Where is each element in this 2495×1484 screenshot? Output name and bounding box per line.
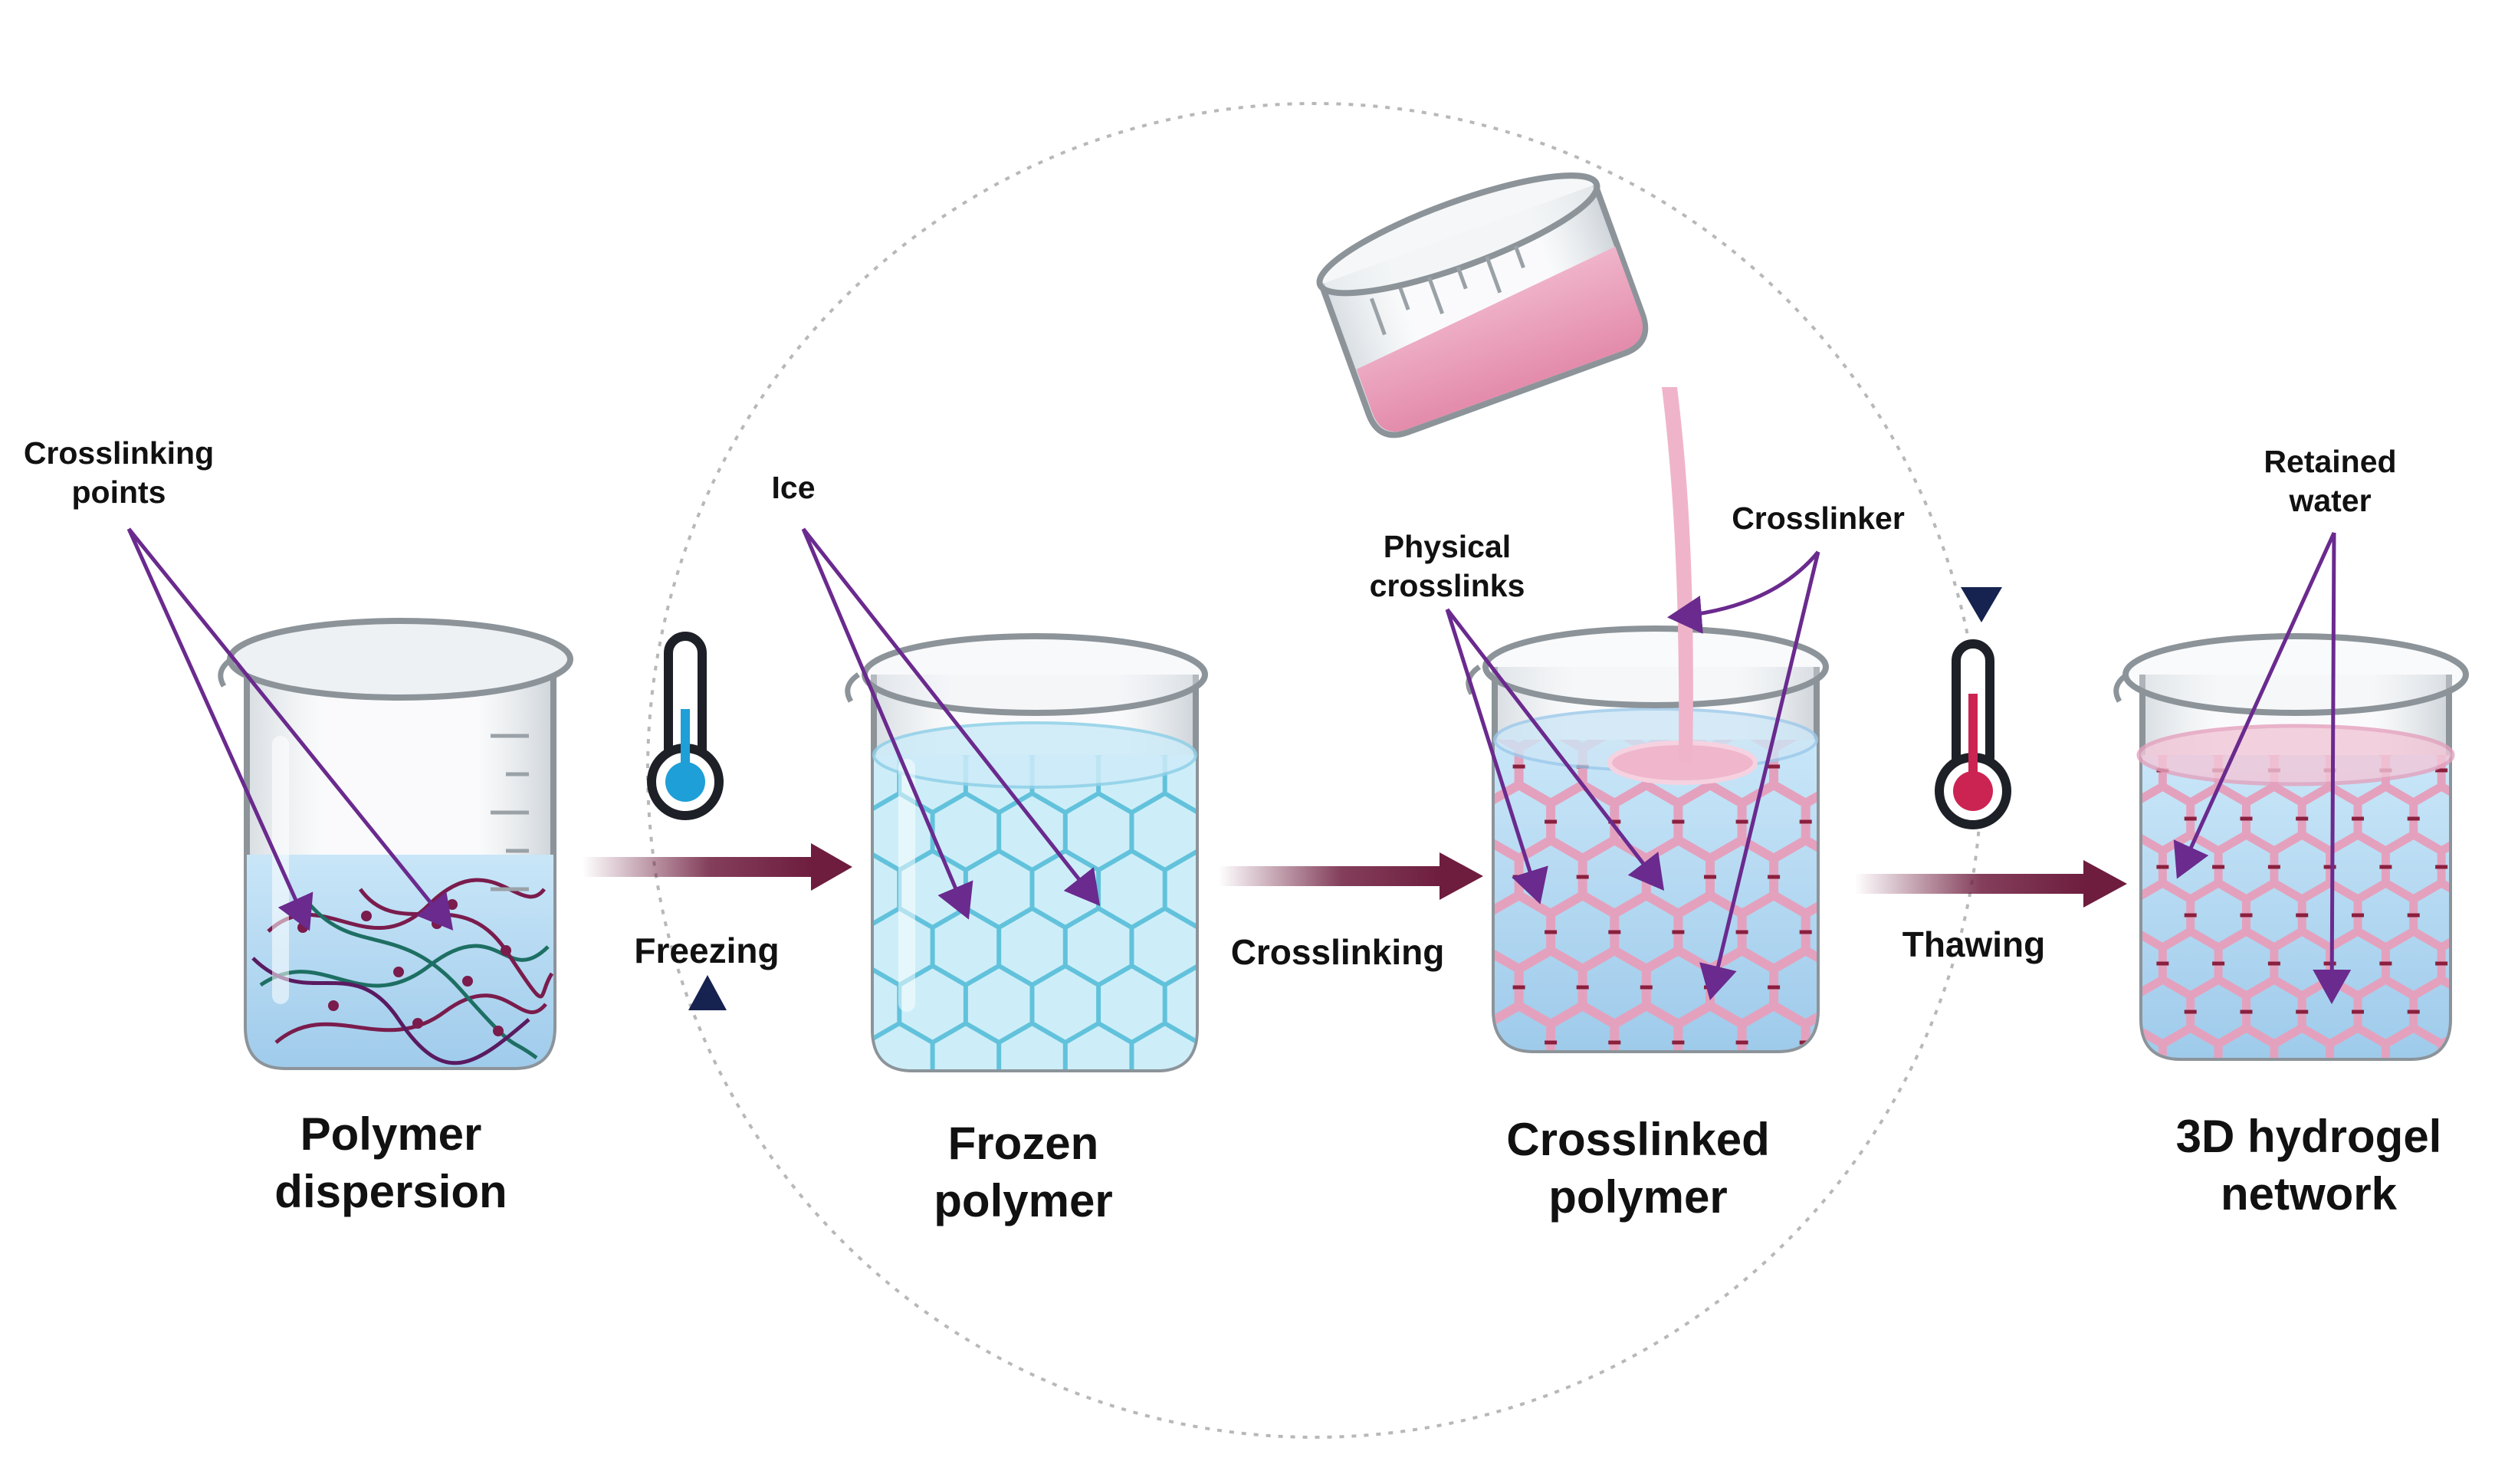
crosslinking-points-pointer-a xyxy=(126,527,314,931)
stage-title-polymer-dispersion-line2: dispersion xyxy=(274,1166,507,1217)
freezing-arrow xyxy=(583,843,852,891)
callout-physical-crosslinks-line1: Physical xyxy=(1384,529,1511,564)
crosslinker-stream xyxy=(1662,387,1693,763)
ice-pointer-a xyxy=(801,528,973,920)
polymer-chains xyxy=(251,878,553,1065)
crosslinking-points-pointer-b xyxy=(127,527,454,931)
callout-ice: Ice xyxy=(772,470,816,505)
step-crosslinking-label: Crosslinking xyxy=(1231,932,1445,972)
physical-crosslinks-pointer-b xyxy=(1446,608,1665,891)
ice-pointer-b xyxy=(802,527,1101,906)
process-arrows xyxy=(583,843,2127,908)
step-freezing-label: Freezing xyxy=(634,931,779,970)
beaker-3d-hydrogel-network xyxy=(2113,633,2469,1061)
pouring-crosslinker-beaker xyxy=(1316,172,1693,763)
cold-thermometer-icon xyxy=(647,632,724,820)
stage-title-3d-hydrogel-network-line1: 3D hydrogel xyxy=(2176,1111,2442,1162)
callout-retained-water-line2: water xyxy=(2288,483,2371,518)
crosslinker-pointer-a xyxy=(1667,550,1820,634)
crosslinked-polymer-lattice xyxy=(1495,740,1817,1050)
callout-retained-water-line1: Retained xyxy=(2264,444,2396,479)
callout-lines xyxy=(126,527,2352,1004)
callout-crosslinking-points-line1: Crosslinking xyxy=(24,435,214,471)
crosslinker-pointer-b xyxy=(1699,551,1820,1000)
step-thawing-label: Thawing xyxy=(1902,924,2046,964)
callout-crosslinker: Crosslinker xyxy=(1732,501,1905,536)
stage-title-frozen-polymer-line1: Frozen xyxy=(948,1118,1099,1169)
stage-title-3d-hydrogel-network-line2: network xyxy=(2221,1168,2398,1220)
stage-title-polymer-dispersion-line1: Polymer xyxy=(300,1108,482,1160)
stage-title-crosslinked-polymer-line2: polymer xyxy=(1548,1171,1727,1223)
stage-title-frozen-polymer-line2: polymer xyxy=(934,1175,1112,1226)
beaker-crosslinked-polymer xyxy=(1466,625,1829,1053)
cycle-arrowhead-down-icon xyxy=(1961,587,2002,622)
retained-water-pointer-b xyxy=(2313,532,2352,1004)
physical-crosslinks-pointer-a xyxy=(1445,609,1548,905)
crosslinking-arrow xyxy=(1219,852,1483,900)
callout-crosslinking-points-line2: points xyxy=(72,474,166,510)
callout-physical-crosslinks-line2: crosslinks xyxy=(1370,568,1525,603)
beaker-frozen-polymer xyxy=(845,633,1208,1072)
retained-water-pointer-a xyxy=(2173,531,2336,879)
thawing-arrow xyxy=(1855,860,2127,908)
hot-thermometer-icon xyxy=(1935,639,2011,829)
stage-title-crosslinked-polymer-line1: Crosslinked xyxy=(1506,1114,1769,1165)
cycle-arrowhead-up-icon xyxy=(688,975,727,1010)
